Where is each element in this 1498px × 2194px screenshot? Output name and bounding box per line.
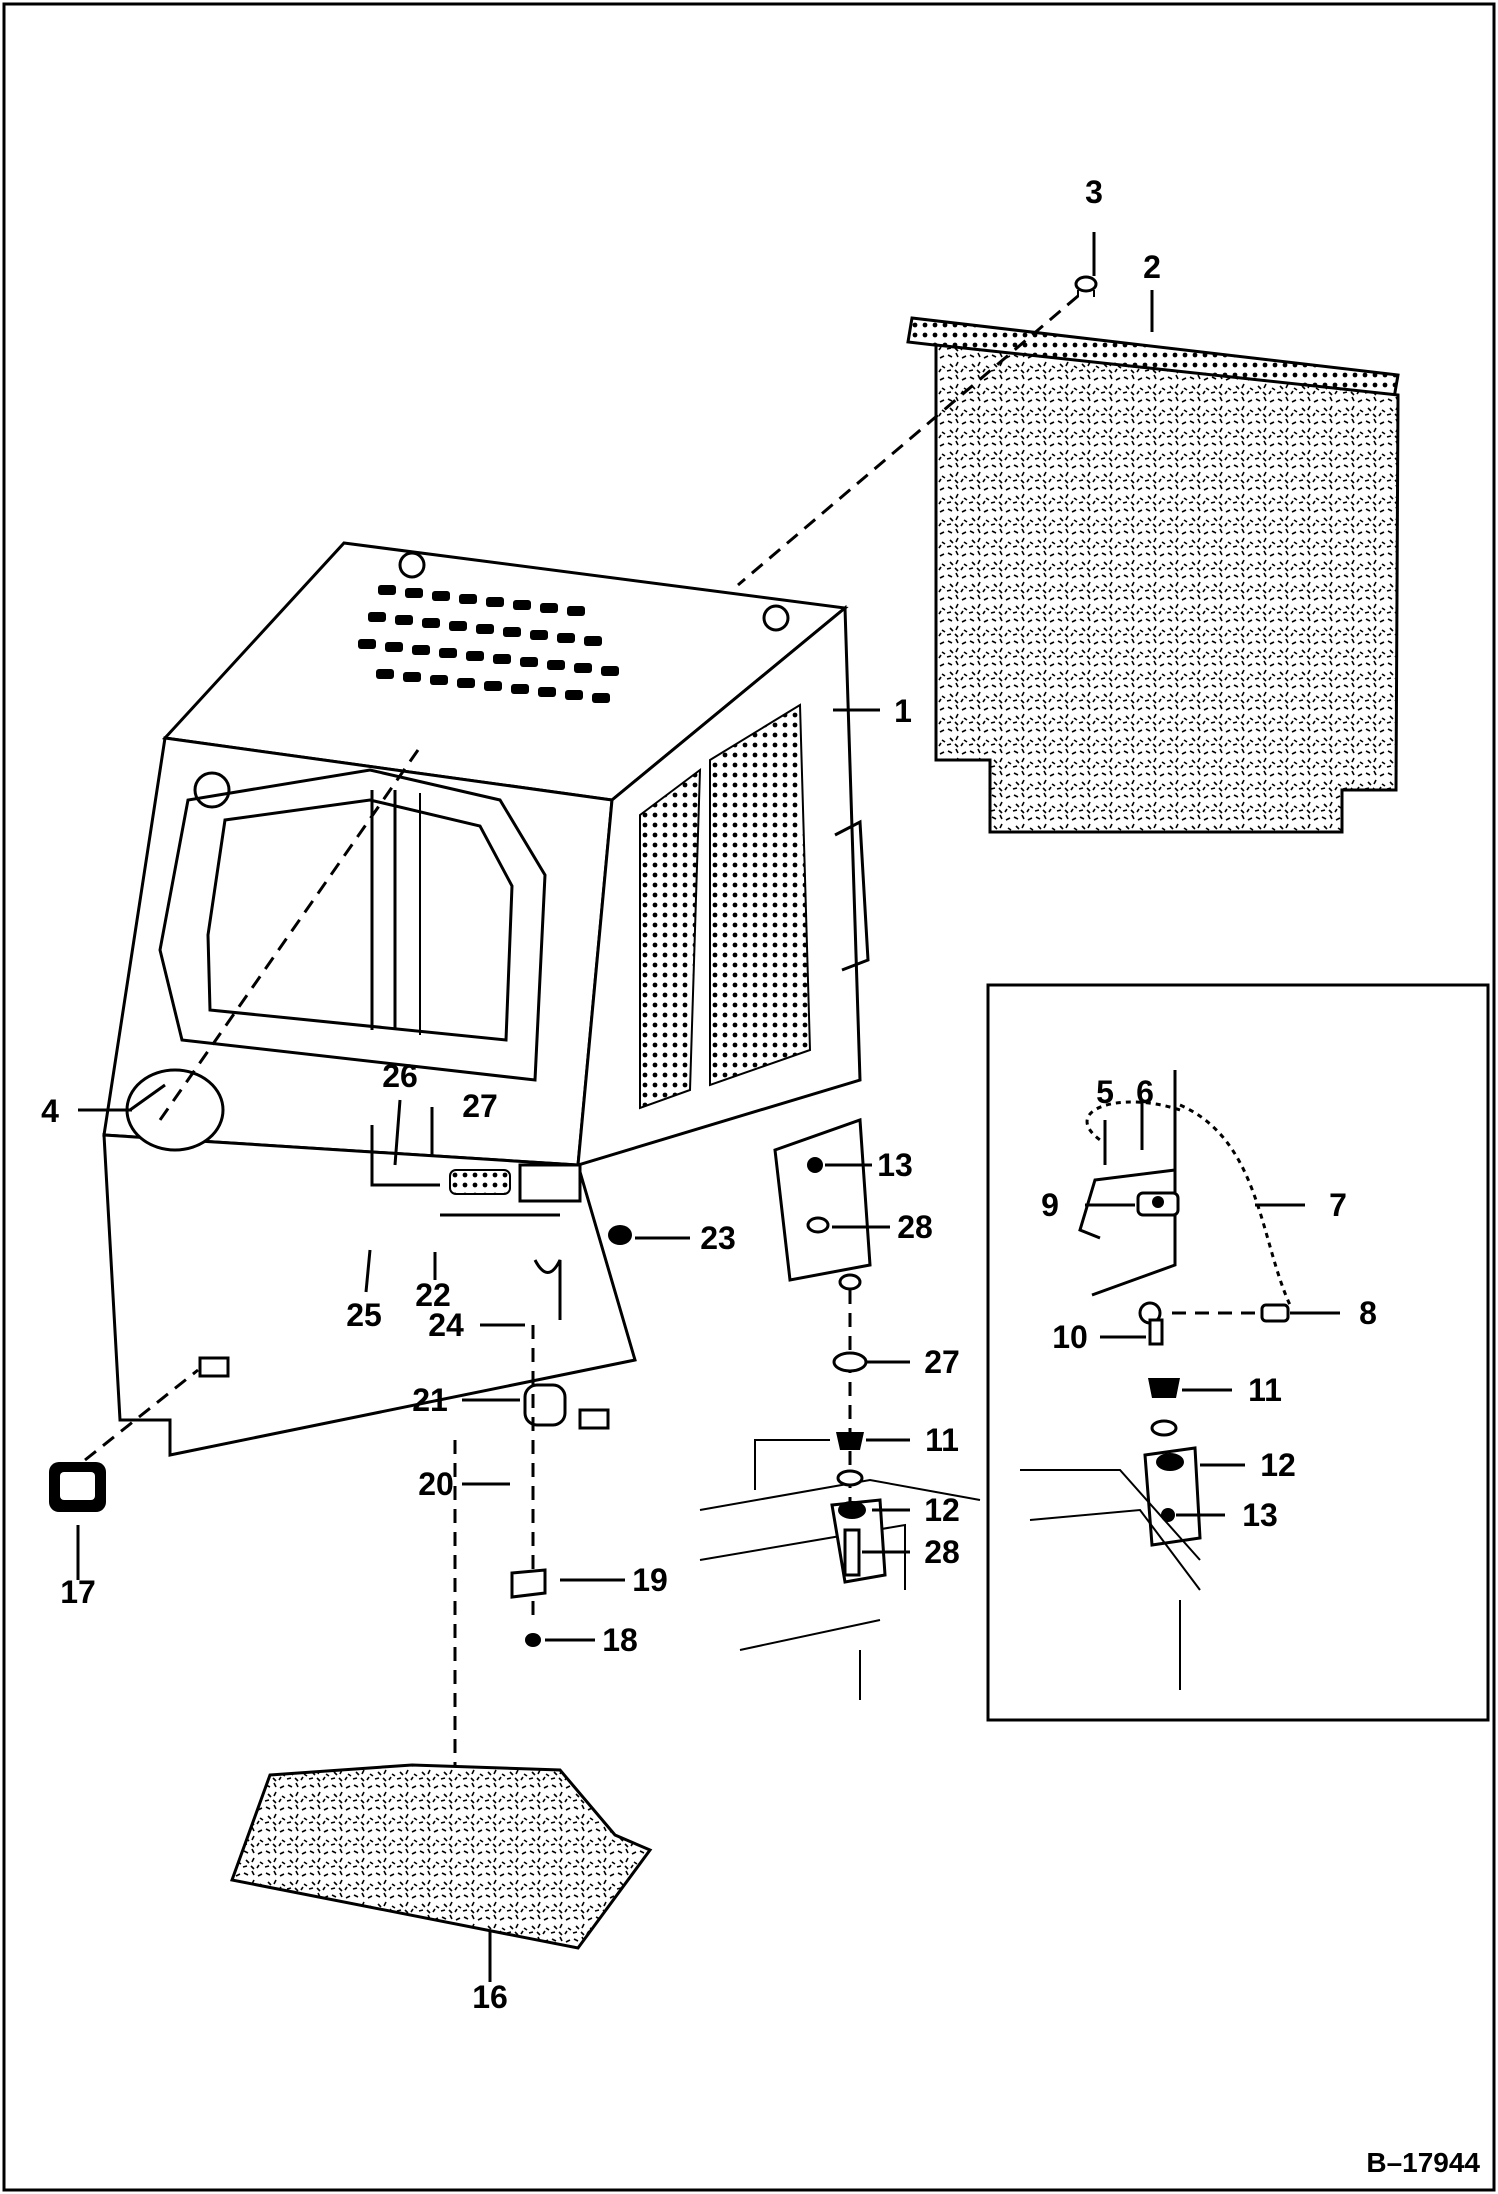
leader-headliner (737, 294, 1079, 587)
drawing-reference-number: B–17944 (1366, 2147, 1480, 2178)
callout-label: 12 (1260, 1447, 1296, 1483)
mount-hardware (830, 1351, 887, 1584)
callout-label: 28 (924, 1534, 960, 1570)
callout-label: 4 (41, 1093, 59, 1129)
inset-detail-frame (986, 983, 1490, 1722)
operator-cab (102, 541, 872, 1457)
inset-callout-labels: 5 6 7 8 9 10 11 12 13 (1041, 1074, 1377, 1533)
callout-label: 23 (700, 1220, 736, 1256)
inset-latch-detail (1020, 1070, 1292, 1690)
callout-label: 5 (1096, 1074, 1114, 1110)
callout-label: 28 (897, 1209, 933, 1245)
nut (525, 1633, 541, 1647)
callout-label: 3 (1085, 174, 1103, 210)
leader-clip (84, 1368, 199, 1462)
callout-label: 27 (462, 1088, 498, 1124)
callout-label: 25 (346, 1297, 382, 1333)
headliner-panel (906, 316, 1400, 834)
callout-label: 12 (924, 1492, 960, 1528)
callout-label: 13 (1242, 1497, 1278, 1533)
callout-label: 11 (1248, 1372, 1282, 1408)
callout-label: 11 (925, 1422, 959, 1458)
callout-leaders (76, 232, 1340, 1982)
callout-label: 24 (428, 1307, 464, 1343)
leader-cab (158, 749, 420, 1121)
callout-label: 26 (382, 1058, 418, 1094)
floor-mat (229, 1763, 653, 1950)
push-nut (1074, 275, 1098, 297)
callout-labels: 3 2 1 4 26 27 13 28 23 22 25 24 21 20 19… (41, 174, 1161, 2015)
callout-label: 8 (1359, 1295, 1377, 1331)
frame-rail (699, 1439, 981, 1700)
callout-label: 7 (1329, 1187, 1347, 1223)
callout-label: 6 (1136, 1074, 1154, 1110)
callout-label: 13 (877, 1147, 913, 1183)
callout-label: 20 (418, 1466, 454, 1502)
callout-label: 10 (1052, 1319, 1088, 1355)
retainer-clip (49, 1462, 106, 1512)
callout-label: 2 (1143, 249, 1161, 285)
callout-label: 19 (632, 1562, 668, 1598)
callout-label: 18 (602, 1622, 638, 1658)
callout-label: 17 (60, 1574, 96, 1610)
mount-callout-labels: 27 11 12 28 (924, 1344, 960, 1570)
callout-label: 9 (1041, 1187, 1059, 1223)
callout-label: 27 (924, 1344, 960, 1380)
callout-label: 1 (894, 693, 912, 729)
callout-label: 22 (415, 1277, 451, 1313)
callout-label: 21 (412, 1382, 448, 1418)
callout-label: 16 (472, 1979, 508, 2015)
plate (510, 1568, 547, 1599)
